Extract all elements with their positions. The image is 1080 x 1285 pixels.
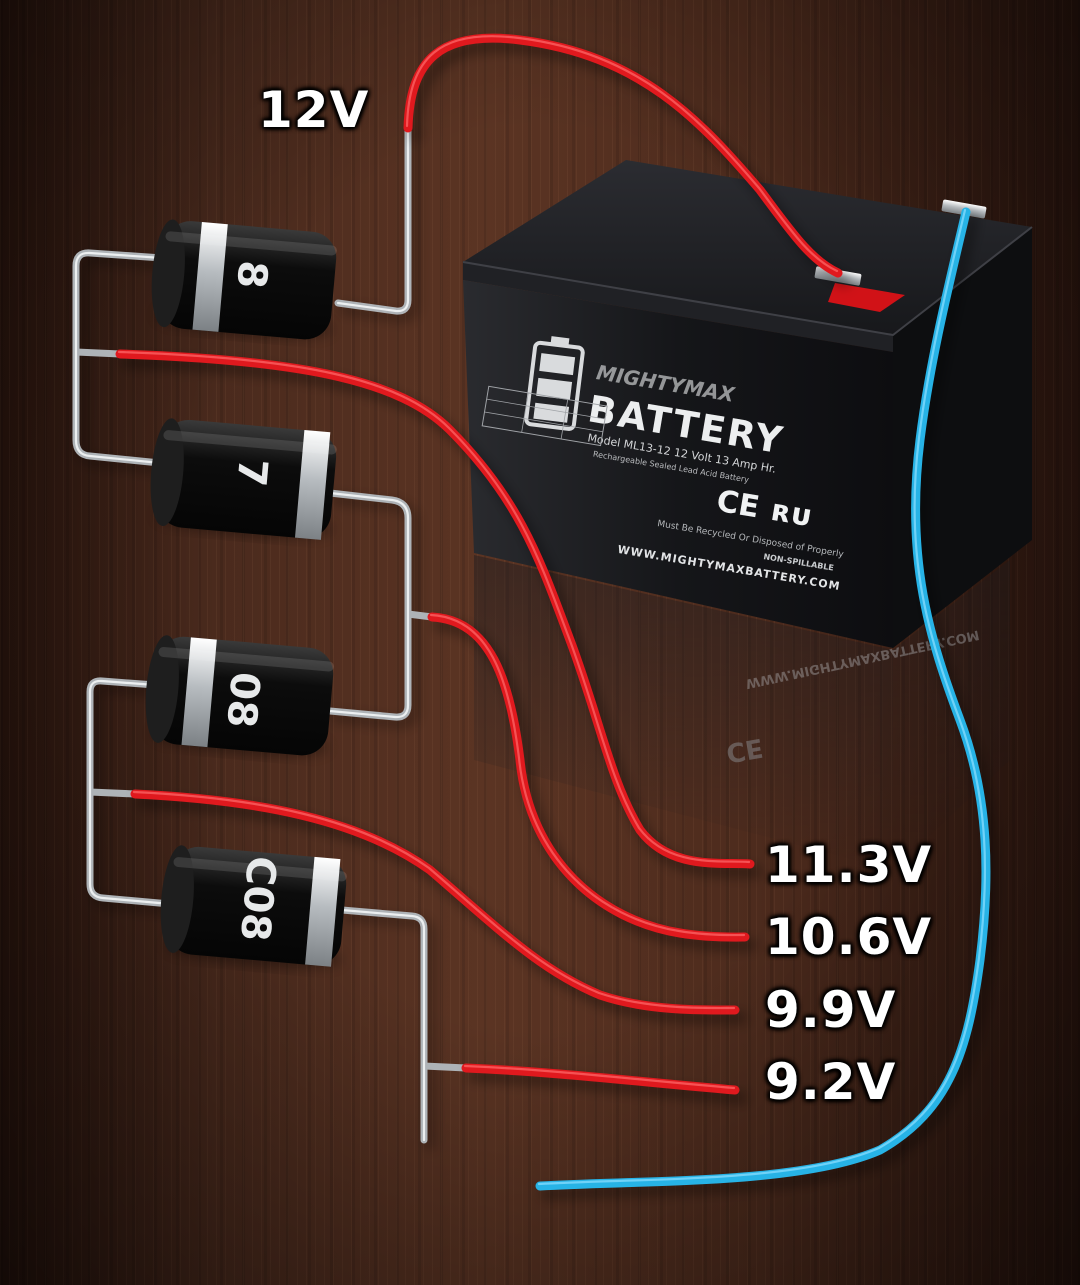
- positive-wires: [115, 33, 850, 1103]
- battery-spec-table: [481, 385, 608, 447]
- voltage-label-12v: 12V: [258, 81, 370, 139]
- diode-3-marking: 08: [217, 670, 268, 729]
- ce-mark: CE: [714, 484, 762, 526]
- diode-4-marking: C08: [231, 854, 284, 943]
- svg-text:ʀᴜ: ʀᴜ: [769, 493, 813, 534]
- diode-3: 08: [145, 635, 334, 756]
- reflection-ce-text: CE: [724, 732, 765, 768]
- diode-leads: [72, 124, 470, 1150]
- voltage-label-9-2v: 9.2V: [765, 1053, 897, 1111]
- diode-2: 7: [150, 418, 337, 540]
- diode-4: C08: [160, 845, 347, 968]
- voltage-label-10-6v: 10.6V: [765, 908, 933, 966]
- negative-wire: [535, 207, 997, 1199]
- battery: WWW.MIGHTYMAXBATTERY.COM CE MIGHTYMAX: [462, 160, 1033, 870]
- diode-1-marking: 8: [227, 259, 275, 291]
- voltage-label-11-3v: 11.3V: [765, 836, 933, 894]
- battery-logo-icon: [524, 336, 585, 431]
- diode-2-marking: 7: [227, 457, 275, 489]
- diode-1: 8: [151, 219, 337, 340]
- voltage-label-9-9v: 9.9V: [765, 981, 897, 1039]
